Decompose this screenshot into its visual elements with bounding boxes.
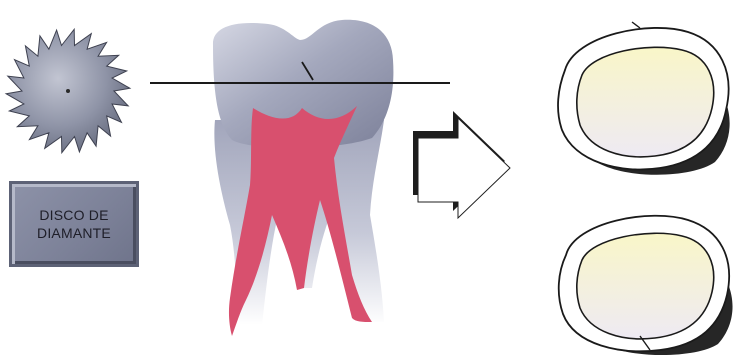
tooth-illustration <box>213 20 393 336</box>
cross-section-bottom <box>559 216 733 355</box>
label-line-2: DIAMANTE <box>37 224 111 242</box>
diamond-disc-label: DISCO DE DIAMANTE <box>9 181 139 267</box>
label-line-1: DISCO DE <box>39 206 108 224</box>
cross-section-top <box>558 22 730 175</box>
right-arrow-icon <box>413 111 510 218</box>
saw-disc-icon <box>6 29 130 152</box>
